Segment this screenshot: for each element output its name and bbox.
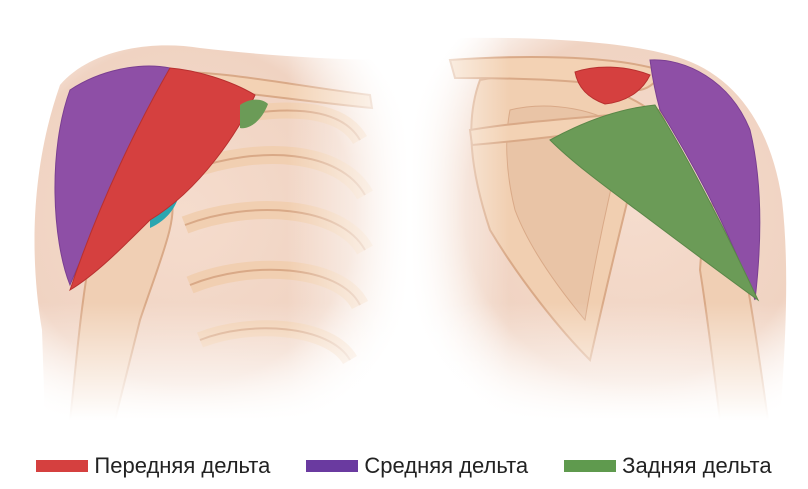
legend-label-anterior: Передняя дельта <box>94 453 270 479</box>
swatch-middle <box>306 460 358 472</box>
front-view-illustration <box>0 0 410 420</box>
swatch-posterior <box>564 460 616 472</box>
legend-item-posterior: Задняя дельта <box>564 453 771 479</box>
back-view-illustration <box>410 0 808 420</box>
legend-label-posterior: Задняя дельта <box>622 453 771 479</box>
legend-item-anterior: Передняя дельта <box>36 453 270 479</box>
legend: Передняя дельта Средняя дельта Задняя де… <box>0 448 808 484</box>
legend-item-middle: Средняя дельта <box>306 453 528 479</box>
legend-label-middle: Средняя дельта <box>364 453 528 479</box>
swatch-anterior <box>36 460 88 472</box>
